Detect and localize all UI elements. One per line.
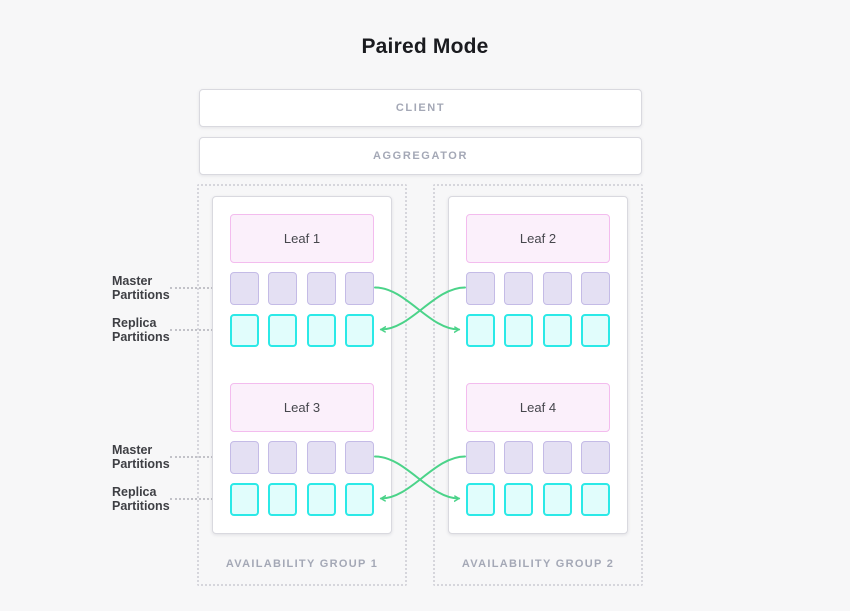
- master-partition: [344, 272, 374, 305]
- availability-group-1: Leaf 1 Leaf 3 AVAILABILITY GROUP 1: [197, 184, 407, 586]
- master-partition: [504, 272, 534, 305]
- leaf-node-container-2: Leaf 2 Leaf 4: [448, 196, 628, 534]
- replica-partition: [306, 314, 336, 347]
- client-label: CLIENT: [395, 102, 446, 114]
- leader-line-master-bottom: [170, 456, 229, 458]
- master-partition: [344, 441, 374, 474]
- aggregator-box: AGGREGATOR: [199, 137, 642, 175]
- leaf-box-1: Leaf 1: [230, 214, 374, 263]
- replica-partitions-row: [466, 314, 610, 347]
- master-partition: [466, 441, 495, 474]
- replica-partitions-row: [230, 314, 374, 347]
- availability-group-2-label: AVAILABILITY GROUP 2: [461, 558, 615, 570]
- master-partition: [542, 441, 572, 474]
- master-partition: [306, 441, 336, 474]
- replica-partition: [466, 314, 495, 347]
- replica-partition: [504, 314, 534, 347]
- master-partitions-row: [466, 272, 610, 305]
- replica-partition: [268, 314, 298, 347]
- leaf-section-1: Leaf 1: [230, 214, 374, 356]
- leader-line-replica-bottom: [170, 498, 229, 500]
- master-partitions-row: [466, 441, 610, 474]
- replica-partition: [306, 483, 336, 516]
- replica-partition: [230, 483, 259, 516]
- master-partition: [580, 272, 610, 305]
- master-partition: [466, 272, 495, 305]
- replica-partitions-row: [230, 483, 374, 516]
- master-partition: [268, 441, 298, 474]
- replica-partition: [344, 483, 374, 516]
- master-partition: [306, 272, 336, 305]
- availability-group-2: Leaf 2 Leaf 4 AVAILABILITY GROUP 2: [433, 184, 643, 586]
- master-partition: [230, 441, 259, 474]
- diagram-title: Paired Mode: [361, 35, 489, 58]
- leaf-section-3: Leaf 3: [230, 383, 374, 525]
- replica-partition: [466, 483, 495, 516]
- replica-partitions-row: [466, 483, 610, 516]
- master-partition: [504, 441, 534, 474]
- replica-partition: [580, 483, 610, 516]
- replica-partition: [542, 483, 572, 516]
- leaf-label: Leaf 2: [519, 231, 557, 246]
- availability-group-1-label: AVAILABILITY GROUP 1: [225, 558, 379, 570]
- replica-partition: [230, 314, 259, 347]
- leaf-box-4: Leaf 4: [466, 383, 610, 432]
- master-partition: [542, 272, 572, 305]
- aggregator-label: AGGREGATOR: [372, 150, 469, 162]
- leader-line-replica-top: [170, 329, 229, 331]
- leaf-section-4: Leaf 4: [466, 383, 610, 525]
- leaf-label: Leaf 3: [283, 400, 321, 415]
- replica-partitions-label-top: Replica Partitions: [112, 316, 170, 344]
- client-box: CLIENT: [199, 89, 642, 127]
- leaf-label: Leaf 4: [519, 400, 557, 415]
- master-partitions-row: [230, 272, 374, 305]
- leaf-node-container-1: Leaf 1 Leaf 3: [212, 196, 392, 534]
- master-partition: [580, 441, 610, 474]
- leaf-label: Leaf 1: [283, 231, 321, 246]
- leaf-section-2: Leaf 2: [466, 214, 610, 356]
- replica-partition: [580, 314, 610, 347]
- replica-partition: [268, 483, 298, 516]
- master-partitions-label-top: Master Partitions: [112, 274, 170, 302]
- replica-partitions-label-bottom: Replica Partitions: [112, 485, 170, 513]
- replica-partition: [344, 314, 374, 347]
- leaf-box-2: Leaf 2: [466, 214, 610, 263]
- leader-line-master-top: [170, 287, 229, 289]
- leaf-box-3: Leaf 3: [230, 383, 374, 432]
- master-partition: [268, 272, 298, 305]
- master-partition: [230, 272, 259, 305]
- master-partitions-label-bottom: Master Partitions: [112, 443, 170, 471]
- replica-partition: [542, 314, 572, 347]
- master-partitions-row: [230, 441, 374, 474]
- replica-partition: [504, 483, 534, 516]
